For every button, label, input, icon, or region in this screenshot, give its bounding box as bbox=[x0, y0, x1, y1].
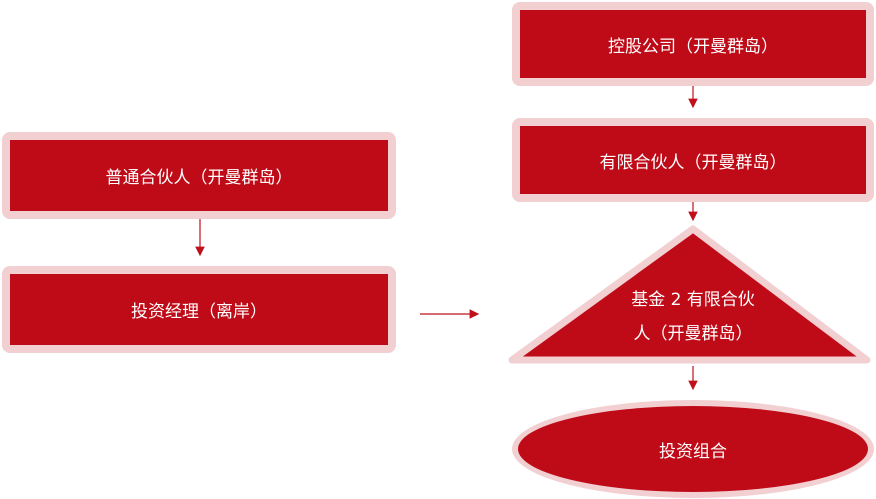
holding-company-box: 控股公司（开曼群岛） bbox=[512, 2, 874, 86]
fund2-label-line1: 基金 2 有限合伙 bbox=[631, 290, 755, 310]
general-partner-label: 普通合伙人（开曼群岛） bbox=[105, 168, 293, 188]
holding-company-label: 控股公司（开曼群岛） bbox=[608, 36, 778, 57]
investment-manager-box: 投资经理（离岸） bbox=[2, 266, 396, 353]
fund2-triangle bbox=[508, 225, 871, 364]
investment-manager-label: 投资经理（离岸） bbox=[131, 302, 267, 322]
general-partner-box: 普通合伙人（开曼群岛） bbox=[2, 132, 396, 219]
limited-partner-label: 有限合伙人（开曼群岛） bbox=[599, 152, 787, 173]
portfolio-ellipse: 投资组合 bbox=[512, 400, 874, 498]
fund2-label-line2: 人（开曼群岛） bbox=[633, 324, 753, 344]
limited-partner-box: 有限合伙人（开曼群岛） bbox=[512, 118, 874, 202]
portfolio-label: 投资组合 bbox=[659, 441, 727, 462]
fund2-label: 基金 2 有限合伙 人（开曼群岛） bbox=[583, 283, 803, 351]
